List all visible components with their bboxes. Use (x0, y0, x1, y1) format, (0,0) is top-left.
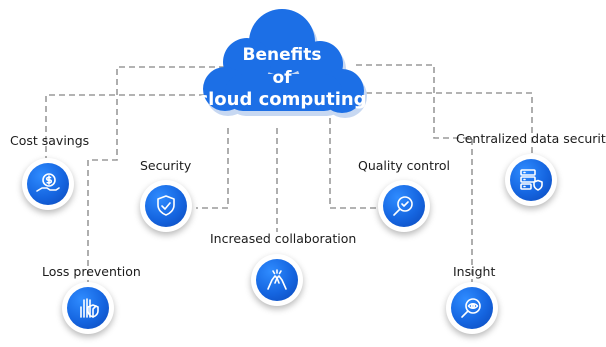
node-increased-collaboration (251, 254, 303, 306)
connector-centralized (366, 92, 533, 158)
cloud-title-line2: of (272, 68, 292, 88)
central-cloud: Benefits of cloud computing (192, 4, 372, 134)
cloud-title-line3: cloud computing (197, 89, 367, 110)
node-insight (446, 282, 498, 334)
label-insight: Insight (453, 264, 496, 279)
connector-cost-savings (45, 94, 205, 158)
connector-insight (356, 64, 473, 282)
label-security: Security (140, 158, 192, 173)
node-loss-prevention (62, 282, 114, 334)
server-shield-icon (520, 169, 543, 191)
label-cost-savings: Cost savings (10, 133, 90, 148)
shield-check-icon (157, 195, 175, 216)
connector-quality-control (329, 108, 378, 209)
label-increased-collaboration: Increased collaboration (210, 231, 357, 246)
node-quality-control (378, 180, 430, 232)
high-five-icon (267, 269, 287, 290)
node-centralized-data-security (505, 154, 557, 206)
connector-security (196, 128, 229, 209)
cloud-shape (203, 9, 367, 118)
label-quality-control: Quality control (358, 158, 450, 173)
label-centralized-data-security: Centralized data security (456, 131, 606, 146)
cloud-title-line1: Benefits (242, 45, 322, 65)
magnifier-check-icon (393, 196, 413, 216)
node-security (140, 180, 192, 232)
label-loss-prevention: Loss prevention (42, 264, 141, 279)
node-cost-savings (22, 158, 74, 210)
dollar-hand-icon (36, 173, 60, 192)
connector-loss-prevention (87, 66, 225, 282)
hand-shield-icon (80, 298, 99, 318)
magnifier-eye-icon (461, 298, 481, 318)
